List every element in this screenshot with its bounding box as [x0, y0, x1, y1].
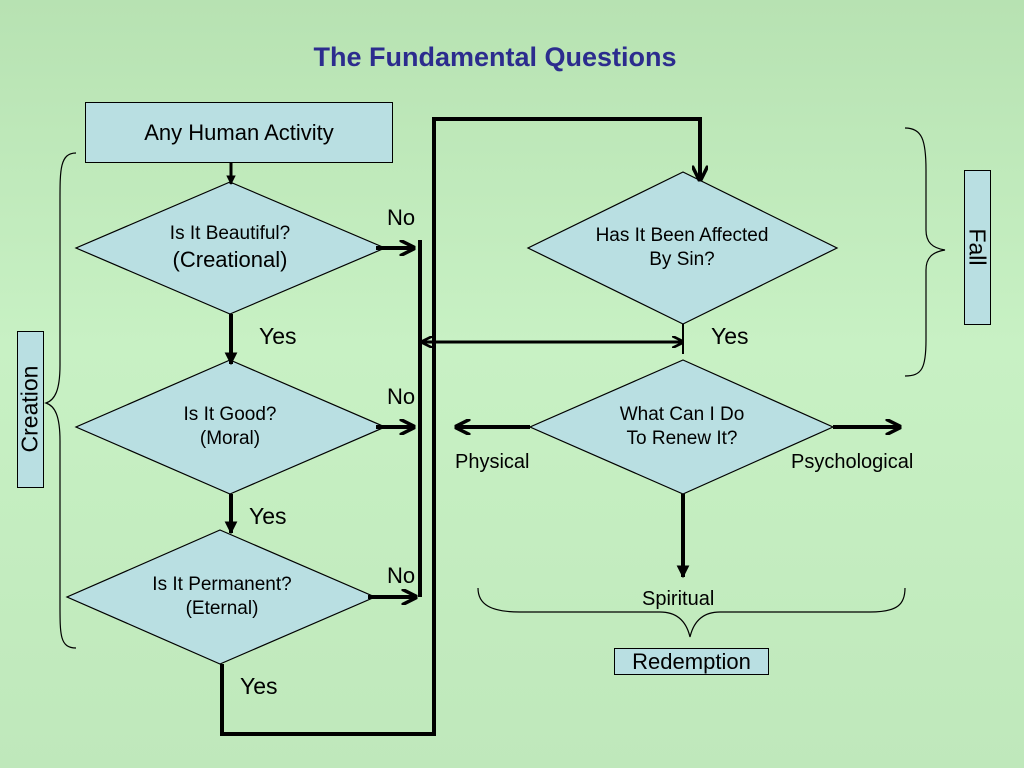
decision-affected: Has It Been Affected By Sin? — [572, 224, 792, 272]
group-fall-box — [964, 170, 991, 325]
group-creation-label: Creation — [16, 365, 43, 453]
group-redemption-box: Redemption — [614, 648, 769, 675]
label-yes-permanent: Yes — [240, 673, 278, 699]
group-redemption-label: Redemption — [632, 648, 751, 674]
brace-redemption — [477, 587, 906, 638]
outcome-physical: Physical — [455, 451, 530, 473]
decision-renew: What Can I Do To Renew It? — [572, 403, 792, 451]
decision-renew-line1: What Can I Do — [619, 404, 745, 425]
page-title: The Fundamental Questions — [313, 42, 677, 72]
group-fall-label: Fall — [964, 228, 991, 266]
label-yes-beautiful: Yes — [259, 323, 297, 349]
decision-permanent: Is It Permanent? (Eternal) — [112, 573, 332, 621]
outcome-psychological: Psychological — [791, 451, 914, 473]
decision-good: Is It Good? (Moral) — [130, 403, 330, 451]
start-node-label: Any Human Activity — [144, 119, 334, 145]
decision-beautiful: Is It Beautiful? (Creational) — [130, 222, 330, 273]
label-yes-affected: Yes — [711, 323, 749, 349]
label-no-beautiful: No — [387, 205, 416, 230]
decision-affected-line1: Has It Been Affected — [595, 225, 769, 246]
decision-affected-line2: By Sin? — [649, 248, 715, 270]
start-node: Any Human Activity — [85, 102, 393, 163]
decision-permanent-question: Is It Permanent? — [152, 574, 292, 595]
decision-beautiful-qualifier: (Creational) — [172, 246, 288, 272]
label-yes-good: Yes — [249, 503, 287, 529]
label-no-good: No — [387, 384, 416, 409]
brace-fall — [904, 127, 946, 377]
group-creation-box — [17, 331, 44, 488]
arrow-permanent-yes-loop — [220, 117, 700, 736]
decision-good-question: Is It Good? — [183, 404, 277, 425]
brace-creation — [44, 152, 77, 649]
decision-beautiful-question: Is It Beautiful? — [169, 223, 291, 244]
decision-good-qualifier: (Moral) — [199, 427, 261, 449]
decision-permanent-qualifier: (Eternal) — [185, 597, 259, 619]
label-no-permanent: No — [387, 563, 416, 588]
decision-renew-line2: To Renew It? — [626, 427, 738, 449]
outcome-spiritual: Spiritual — [642, 588, 715, 610]
